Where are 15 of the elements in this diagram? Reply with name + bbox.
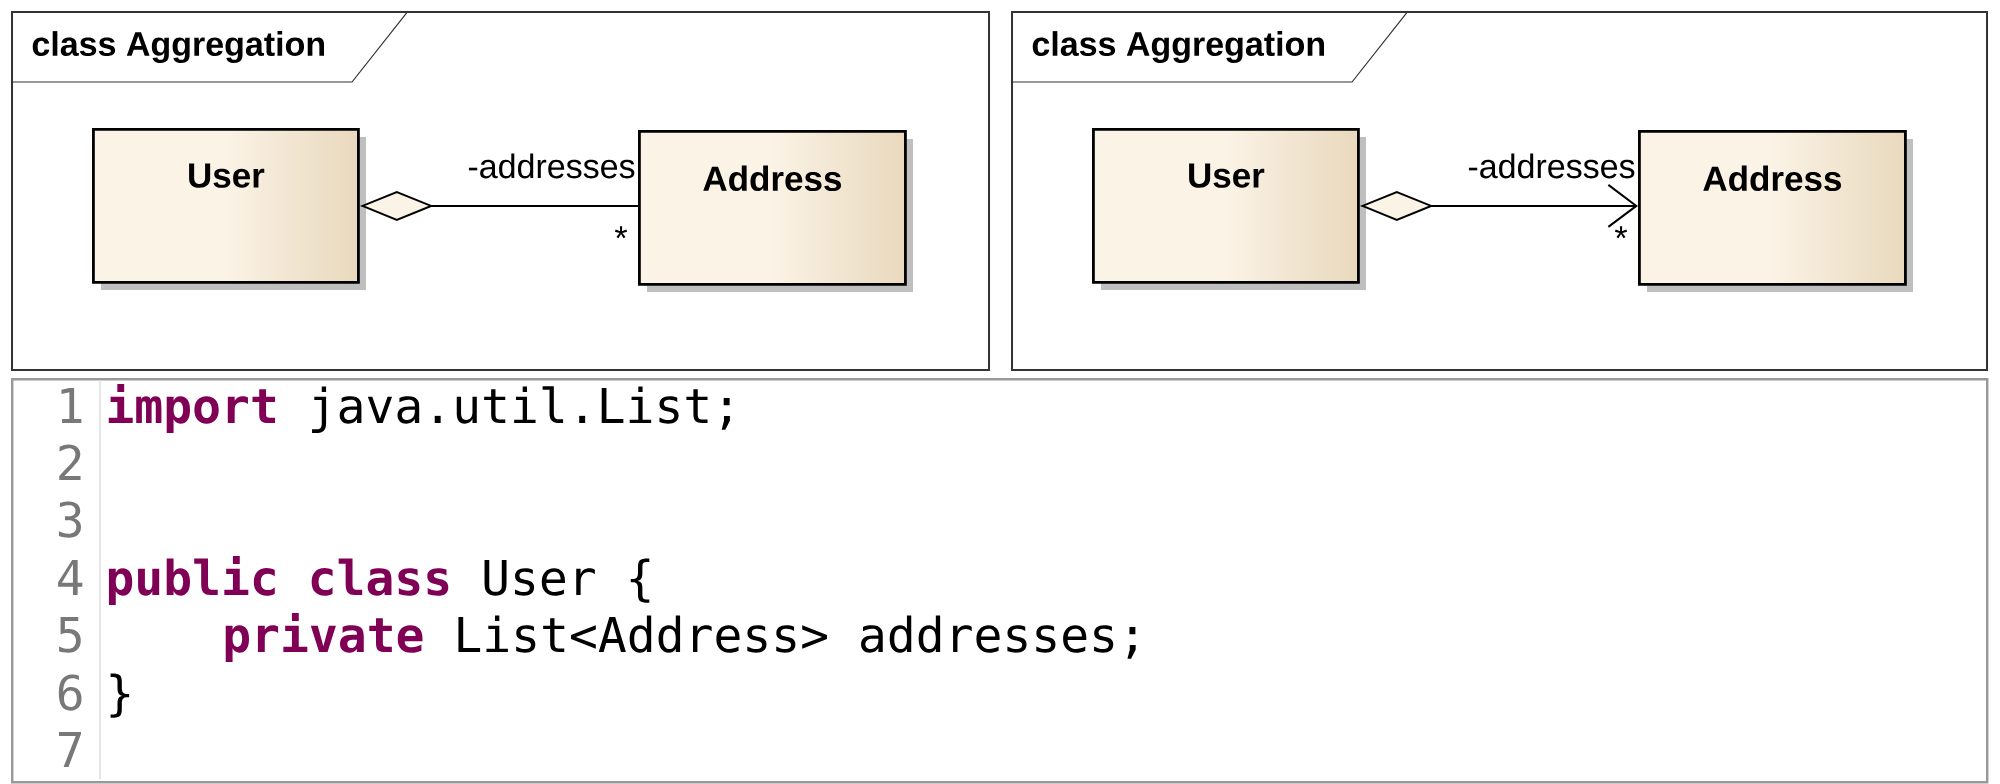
class-box: User <box>1092 128 1366 290</box>
class-box: Address <box>1638 130 1913 292</box>
class-box: Address <box>638 130 913 292</box>
class-box: User <box>92 128 366 290</box>
multiplicity-label: * <box>614 226 628 239</box>
line-number: 4 <box>58 560 83 595</box>
line-number: 3 <box>58 501 81 538</box>
line-number: 2 <box>59 444 81 480</box>
line-number: 5 <box>59 617 81 653</box>
edge-label: -addresses <box>468 153 635 179</box>
line-number: 1 <box>61 388 82 423</box>
line-number: 6 <box>58 674 82 711</box>
multiplicity-label: * <box>1614 226 1628 239</box>
line-number: 7 <box>59 732 81 767</box>
edge-label: -addresses <box>1468 153 1635 179</box>
